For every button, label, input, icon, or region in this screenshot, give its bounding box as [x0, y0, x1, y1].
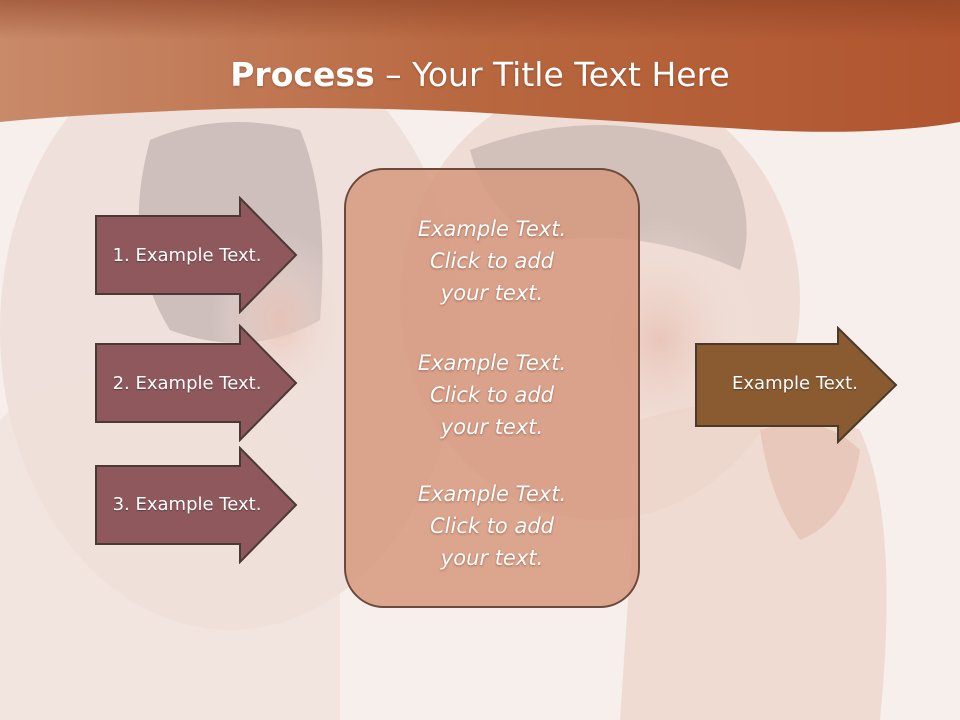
- left-arrow-3[interactable]: [94, 446, 300, 564]
- left-arrow-1-label: 1. Example Text.: [112, 245, 262, 266]
- title-bold: Process: [230, 55, 375, 94]
- right-arrow-label: Example Text.: [732, 373, 858, 394]
- left-arrow-2[interactable]: [94, 324, 300, 442]
- left-arrow-3-label: 3. Example Text.: [112, 494, 262, 515]
- center-paragraph-2: Example Text. Click to add your text.: [417, 351, 567, 439]
- left-arrow-2-label: 2. Example Text.: [112, 373, 262, 394]
- title-rest: – Your Title Text Here: [374, 55, 730, 94]
- left-arrow-1[interactable]: [94, 196, 300, 314]
- center-paragraph-1: Example Text. Click to add your text.: [417, 217, 567, 305]
- right-arrow[interactable]: [694, 326, 900, 444]
- center-text-box[interactable]: [344, 168, 640, 608]
- center-paragraph-3: Example Text. Click to add your text.: [417, 482, 567, 570]
- slide-title: Process – Your Title Text Here: [0, 52, 960, 98]
